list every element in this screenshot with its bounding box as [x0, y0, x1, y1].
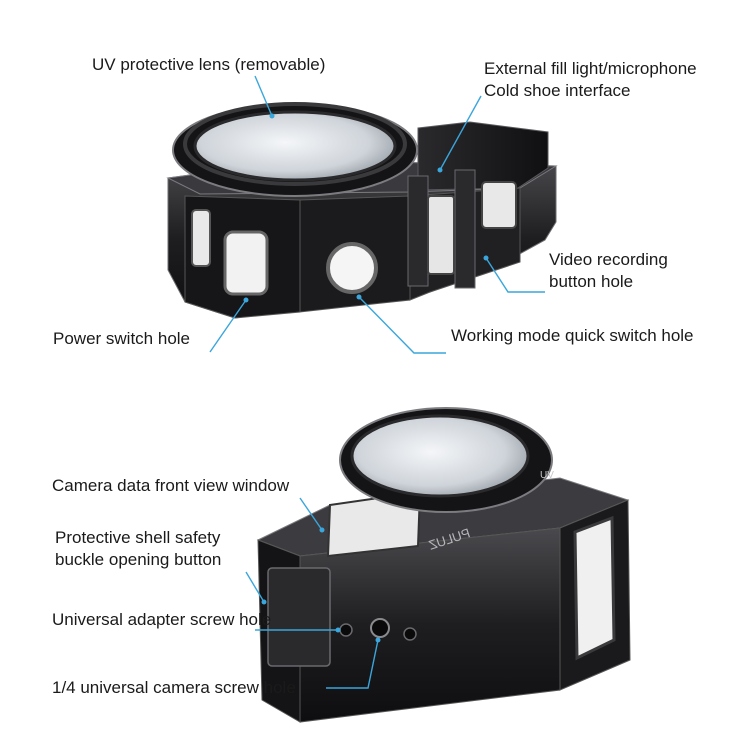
left-side-cutout: [191, 209, 211, 267]
label-video-button-line2: button hole: [549, 272, 634, 291]
callout-camera-screw: [326, 639, 379, 689]
cold-shoe-rail-left: [407, 175, 429, 287]
callout-mode-switch: [358, 296, 446, 354]
callout-safety-buckle: [245, 571, 265, 603]
label-video-button-line1: Video recording: [549, 250, 668, 269]
camera-screw-hole: [370, 618, 390, 638]
power-switch-hole-shape: [223, 230, 269, 296]
label-camera-screw-hole: 1/4 universal camera screw hole: [52, 678, 296, 697]
adapter-screw-hole-left: [339, 623, 353, 637]
mode-switch-hole-shape: [326, 242, 378, 294]
label-front-view-window: Camera data front view window: [52, 476, 290, 495]
safety-buckle-panel: [267, 567, 331, 667]
housing-bottom-main-face: [299, 527, 561, 723]
cold-shoe-rail-right: [454, 169, 476, 289]
lens-ring-engraving: UV: [540, 470, 554, 481]
label-safety-buckle: Protective shell safety buckle opening b…: [55, 527, 221, 571]
label-adapter-screw-hole: Universal adapter screw hole: [52, 610, 272, 629]
label-safety-buckle-line1: Protective shell safety: [55, 528, 221, 547]
callout-front-window: [299, 497, 323, 531]
adapter-screw-hole-right: [403, 627, 417, 641]
label-safety-buckle-line2: buckle opening button: [55, 550, 222, 569]
label-uv-lens: UV protective lens (removable): [92, 55, 326, 74]
label-power-switch: Power switch hole: [53, 329, 191, 348]
housing-rear-block: [417, 121, 549, 191]
uv-lens-glass: [193, 110, 397, 182]
label-fill-light-line1: External fill light/microphone: [484, 59, 697, 78]
bottom-lens-glass: [350, 414, 530, 498]
callout-fill-light: [439, 95, 482, 171]
callout-lines: [209, 75, 545, 689]
video-button-slot: [427, 195, 455, 275]
callout-uv-lens: [254, 75, 273, 117]
housing-bottom-view: PULUZ UV: [256, 407, 631, 723]
uv-lens-inner-ring: [183, 102, 407, 186]
label-fill-light-line2: Cold shoe interface: [484, 81, 631, 100]
label-video-recording-button: Video recording button hole: [549, 249, 668, 293]
label-fill-light-cold-shoe: External fill light/microphone Cold shoe…: [484, 58, 697, 102]
callout-power-switch: [209, 299, 247, 353]
callout-video-button: [485, 257, 545, 293]
housing-top-view: [166, 102, 558, 319]
right-side-window: [481, 181, 517, 229]
label-mode-switch: Working mode quick switch hole: [451, 326, 694, 345]
side-window: [573, 515, 616, 661]
